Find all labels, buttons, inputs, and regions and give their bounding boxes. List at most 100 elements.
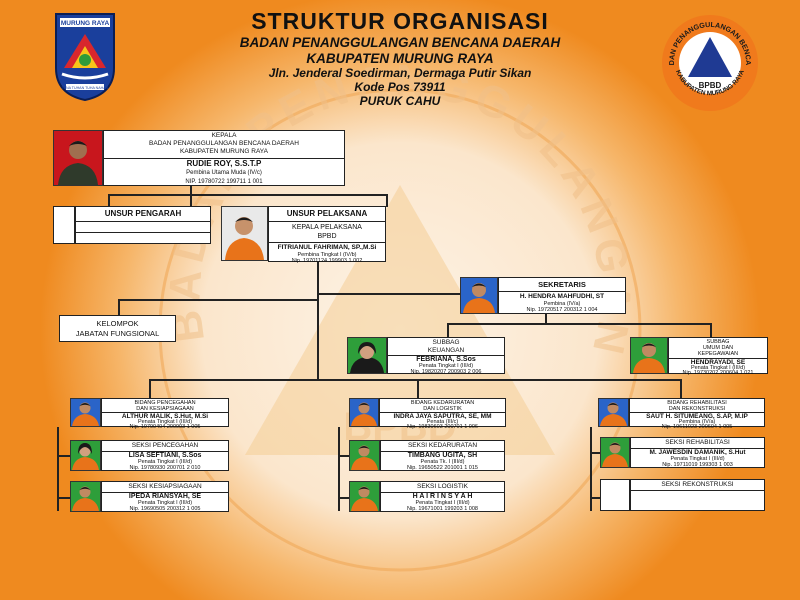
connector bbox=[118, 299, 120, 316]
seksi-pencegahan-box: SEKSI PENCEGAHAN LISA SEFTIANI, S.Sos Pe… bbox=[101, 440, 229, 471]
connector bbox=[338, 497, 349, 499]
logo-top-text: MURUNG RAYA bbox=[61, 20, 110, 27]
rekonstruksi-photo-slot bbox=[600, 479, 630, 511]
seksi-pencegahan-label: SEKSI PENCEGAHAN bbox=[102, 441, 228, 452]
kepala-title: BADAN PENANGGULANGAN BENCANA DAERAH bbox=[149, 140, 299, 147]
connector bbox=[447, 323, 449, 337]
seksi-kesiapsiagaan-name: IPEDA RIANSYAH, SE bbox=[128, 493, 202, 500]
rehabilitasi-rank: Pembina (IV/a) bbox=[678, 419, 716, 425]
seksi-logistik-nip: Nip. 19671001 199203 1 008 bbox=[407, 505, 478, 512]
seksi-kedaruratan-photo bbox=[349, 440, 380, 471]
murung-raya-logo: MURUNG RAYA TANA TUHAN TUHA NAHAN bbox=[55, 13, 115, 102]
kedaruratan-photo bbox=[349, 398, 379, 427]
seksi-kedaruratan-nip: Nip. 19650522 201001 1 015 bbox=[407, 464, 478, 471]
kepala-rank: Pembina Utama Muda (IV/c) bbox=[186, 170, 262, 176]
empty-row bbox=[76, 222, 210, 233]
connector bbox=[317, 293, 460, 295]
connector bbox=[417, 379, 419, 398]
rehabilitasi-nip: Nip. 19611023 200604 1 005 bbox=[661, 424, 733, 430]
connector bbox=[680, 379, 682, 398]
pencegahan-rank: Penata Tingkat I (III/d) bbox=[137, 419, 193, 425]
agency-name: BADAN PENANGGULANGAN BENCANA DAERAH bbox=[239, 35, 561, 50]
kepala-title: KEPALA bbox=[211, 132, 237, 139]
bidang-kedaruratan-box: BIDANG KEDARURATAN DAN LOGISTIK INDRA JA… bbox=[379, 398, 506, 430]
sekretaris-name: H. HENDRA MAHFUDHI, ST bbox=[519, 293, 605, 300]
seksi-kedaruratan-name: TIMBANG UGITA, SH bbox=[407, 452, 478, 459]
sekretaris-photo bbox=[460, 277, 498, 314]
seksi-rehabilitasi-name: M. JAWESDIN DAMANIK, S.Hut bbox=[649, 449, 746, 456]
address: Jln. Jenderal Soedirman, Dermaga Putir S… bbox=[268, 66, 532, 80]
connector bbox=[118, 299, 318, 301]
seksi-kedaruratan-label: SEKSI KEDARURATAN bbox=[381, 441, 504, 452]
person-silhouette-icon bbox=[463, 283, 495, 313]
connector bbox=[108, 194, 110, 207]
connector bbox=[57, 497, 70, 499]
keuangan-rank: Penata Tingkat I (III/d) bbox=[418, 363, 474, 369]
umum-photo bbox=[630, 337, 668, 374]
bpbd-logo: BADAN PENANGGULANGAN BENCANA KABUPATEN M… bbox=[660, 13, 758, 111]
kepala-nip: NIP. 19780722 199711 1 001 bbox=[185, 179, 263, 185]
seksi-logistik-box: SEKSI LOGISTIK H A I R I N S Y A H Penat… bbox=[380, 481, 505, 512]
sekretaris-label: SEKRETARIS bbox=[499, 278, 625, 292]
rehabilitasi-name: SAUT H. SITUMEANG, S.AP, M.IP bbox=[646, 413, 748, 420]
keuangan-nip: Nip. 19820207 200903 2 006 bbox=[410, 368, 482, 375]
seksi-logistik-name: H A I R I N S Y A H bbox=[412, 493, 473, 500]
page-title: STRUKTUR ORGANISASI bbox=[251, 8, 549, 34]
person-silhouette-icon bbox=[350, 342, 384, 373]
person-silhouette-icon bbox=[72, 486, 99, 511]
seksi-rekonstruksi-box: SEKSI REKONSTRUKSI bbox=[630, 479, 765, 511]
seksi-kesiapsiagaan-label: SEKSI KESIAPSIAGAAN bbox=[102, 482, 228, 493]
kedaruratan-nip: Nip. 19830603 200701 1 006 bbox=[407, 424, 478, 430]
umum-nip: Nip. 19730202 200604 1 021 bbox=[682, 370, 754, 376]
connector bbox=[447, 323, 712, 325]
kelompok-label: JABATAN FUNGSIONAL bbox=[75, 329, 160, 338]
logo-bottom-text: TANA TUHAN TUHA NAHAN bbox=[62, 86, 109, 90]
connector bbox=[710, 323, 712, 337]
pencegahan-label: BIDANG PENCEGAHAN bbox=[134, 400, 196, 406]
postal-code: Kode Pos 73911 bbox=[354, 80, 446, 94]
connector bbox=[57, 455, 70, 457]
keuangan-photo bbox=[347, 337, 387, 374]
kalak-title: BPBD bbox=[317, 233, 337, 240]
subbag-keuangan-box: SUBBAG KEUANGAN FEBRIANA, S.Sos Penata T… bbox=[387, 337, 505, 374]
umum-label: UMUM DAN bbox=[702, 345, 734, 351]
bidang-pencegahan-box: BIDANG PENCEGAHAN DAN KESIAPSIAGAAN ALTH… bbox=[101, 398, 229, 430]
umum-label: KEPEGAWAIAN bbox=[697, 351, 739, 357]
seksi-pencegahan-nip: Nip. 19780930 200701 2 010 bbox=[129, 464, 201, 471]
person-silhouette-icon bbox=[225, 217, 264, 260]
city: PURUK CAHU bbox=[359, 94, 441, 108]
subbag-umum-box: SUBBAG UMUM DAN KEPEGAWAIAN HENDRAYADI, … bbox=[668, 337, 768, 376]
seksi-kedaruratan-box: SEKSI KEDARURATAN TIMBANG UGITA, SH Pena… bbox=[380, 440, 505, 471]
kelompok-label: KELOMPOK bbox=[96, 319, 139, 328]
rehabilitasi-photo bbox=[598, 398, 629, 427]
keuangan-label: SUBBAG bbox=[432, 339, 460, 346]
connector bbox=[338, 455, 349, 457]
seksi-pencegahan-photo bbox=[70, 440, 101, 471]
umum-name: HENDRAYADI, SE bbox=[690, 359, 746, 366]
person-silhouette-icon bbox=[351, 445, 378, 470]
pencegahan-name: ALTHUR MALIK, S.Hut, M.Si bbox=[121, 413, 209, 420]
unsur-pengarah-box: UNSUR PENGARAH bbox=[75, 206, 211, 244]
umum-rank: Penata Tingkat I (III/d) bbox=[690, 365, 746, 371]
connector bbox=[317, 262, 319, 379]
pencegahan-label: DAN KESIAPSIAGAAN bbox=[136, 406, 194, 412]
person-silhouette-icon bbox=[72, 443, 99, 470]
kalak-nip: Nip. 19701124 199903 1 002 bbox=[291, 258, 363, 264]
person-silhouette-icon bbox=[351, 486, 378, 511]
connector bbox=[149, 379, 151, 398]
person-silhouette-icon bbox=[58, 141, 98, 185]
seksi-rehabilitasi-box: SEKSI REHABILITASI M. JAWESDIN DAMANIK, … bbox=[630, 437, 765, 468]
seksi-pencegahan-rank: Penata Tingkat I (III/d) bbox=[137, 459, 193, 465]
seksi-rehabilitasi-rank: Penata Tingkat I (III/d) bbox=[670, 456, 725, 462]
unsur-pengarah-label: UNSUR PENGARAH bbox=[76, 207, 210, 222]
unsur-pelaksana-box: UNSUR PELAKSANA KEPALA PELAKSANA BPBD FI… bbox=[268, 206, 386, 264]
seksi-rehabilitasi-photo bbox=[600, 437, 630, 468]
connector bbox=[590, 452, 600, 454]
pencegahan-nip: Nip. 19790404 200903 1 005 bbox=[129, 424, 201, 430]
kepala-photo bbox=[53, 130, 103, 186]
seksi-pencegahan-name: LISA SEFTIANI, S.Sos bbox=[128, 452, 202, 459]
rehabilitasi-label: BIDANG REHABILITASI bbox=[667, 400, 727, 406]
kalak-name: FITRIANUL FAHRIMAN, SP.,M.Si bbox=[277, 244, 377, 251]
seksi-logistik-label: SEKSI LOGISTIK bbox=[381, 482, 504, 493]
logo-center-text: BPBD bbox=[699, 81, 722, 90]
